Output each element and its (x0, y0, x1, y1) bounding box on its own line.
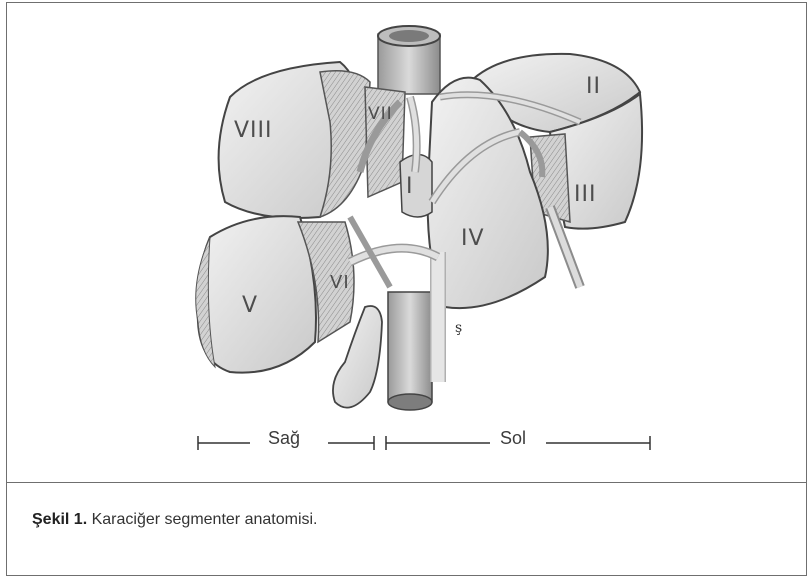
segment-label-viii: VIII (234, 118, 273, 143)
caption-divider (6, 482, 807, 483)
caption-text: Karaciğer segmenter anatomisi. (92, 511, 318, 528)
segment-label-iv: IV (461, 226, 485, 251)
caption-prefix: Şekil 1. (32, 511, 87, 528)
scale-label-right: Sağ (268, 428, 300, 449)
inferior-vena-cava (388, 292, 432, 408)
segment-label-ii: II (586, 74, 601, 99)
segment-label-i: I (406, 174, 414, 199)
figure-caption: Şekil 1. Karaciğer segmenter anatomisi. (32, 511, 318, 529)
liver-illustration: ş VIII VII I II III IV V VI (170, 22, 660, 422)
side-scale: Sağ Sol (190, 428, 660, 454)
segment-label-v: V (242, 293, 258, 318)
scale-label-left: Sol (500, 428, 526, 449)
artist-mark: ş (455, 320, 462, 336)
vena-cava-top (378, 26, 440, 94)
scale-lines (190, 428, 660, 454)
segment-label-vii: VII (368, 104, 393, 124)
segment-label-iii: III (574, 182, 596, 207)
segment-label-vi: VI (330, 272, 350, 293)
